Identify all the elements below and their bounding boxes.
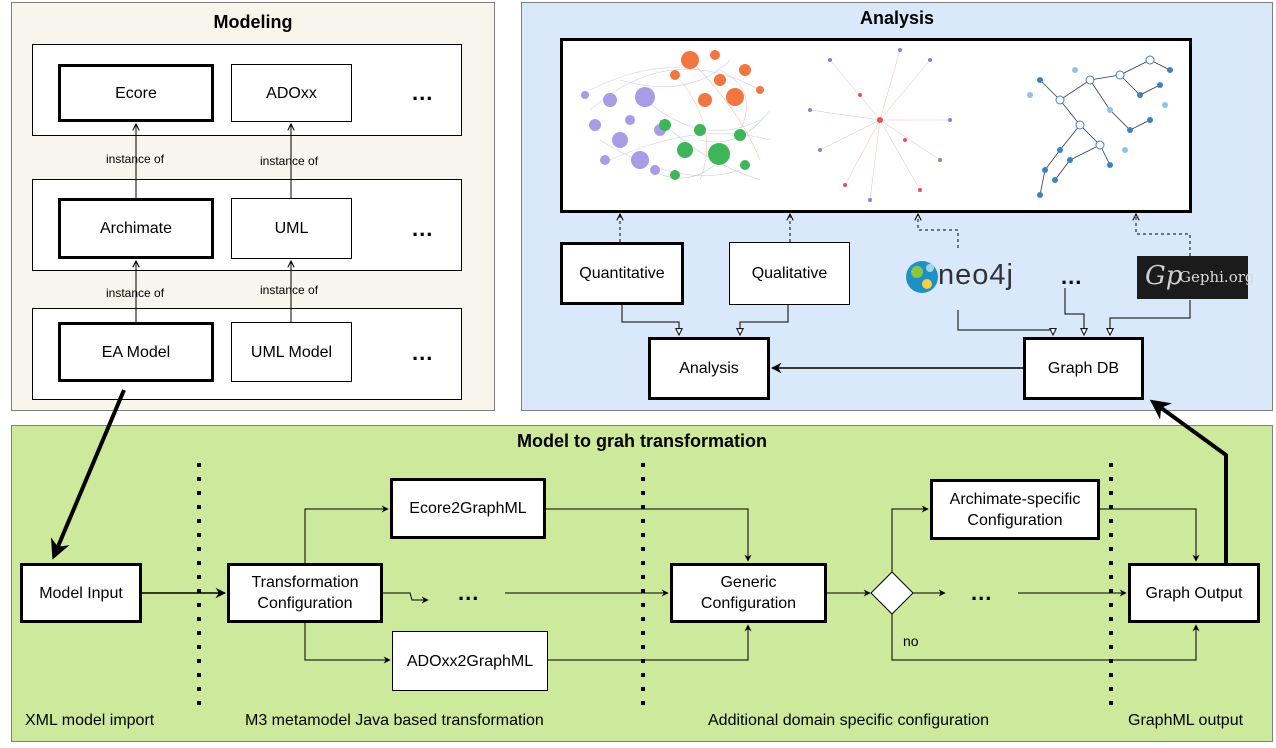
modeling-title: Modeling: [213, 12, 293, 32]
transformation-more-right: ...: [971, 580, 993, 605]
qualitative-box[interactable]: Qualitative: [729, 242, 850, 305]
meta-layer-more: ...: [412, 80, 434, 105]
no-branch-label: no: [903, 633, 919, 649]
analysis-title: Analysis: [859, 8, 935, 28]
archimate-box[interactable]: Archimate: [58, 198, 214, 259]
uml-box[interactable]: UML: [231, 198, 352, 259]
instance-of-label: instance of: [106, 286, 165, 300]
caption-xml-import: XML model import: [25, 712, 155, 729]
caption-domain-config: Additional domain specific configuration: [708, 712, 990, 729]
transformation-more-middle: ...: [458, 580, 480, 605]
metamodel-layer-more: ...: [412, 216, 434, 241]
instance-of-label: instance of: [260, 283, 319, 297]
instance-of-label: instance of: [106, 152, 165, 166]
neo4j-wordmark: neo4j: [938, 259, 1014, 291]
neo4j-logo: neo4j: [902, 254, 1017, 300]
ecore-box[interactable]: Ecore: [58, 64, 214, 122]
ea-model-to-model-input-arrow: [51, 389, 126, 560]
adoxx-box[interactable]: ADOxx: [231, 64, 352, 122]
gephi-wordmark: Gephi.org: [1179, 268, 1255, 286]
ea-model-box[interactable]: EA Model: [58, 322, 214, 382]
network-visualization-cluster: [581, 50, 771, 181]
analysis-arrows: [620, 214, 1191, 374]
uml-model-box[interactable]: UML Model: [231, 322, 352, 382]
instance-of-label: instance of: [260, 154, 319, 168]
gephi-g-icon: Gp: [1145, 261, 1183, 291]
network-visualization-tree: [1027, 55, 1173, 198]
caption-graphml-output: GraphML output: [1128, 712, 1244, 729]
generic-configuration-box[interactable]: Generic Configuration: [670, 563, 827, 623]
ecore2graphml-box[interactable]: Ecore2GraphML: [390, 478, 546, 539]
quantitative-box[interactable]: Quantitative: [560, 242, 684, 305]
graph-output-to-graph-db-arrow: [1149, 399, 1228, 563]
gephi-logo: Gp Gephi.org: [1137, 256, 1255, 299]
network-visualization-radial: [808, 48, 952, 202]
instance-of-arrows: [136, 124, 291, 322]
caption-m3-transformation: M3 metamodel Java based transformation: [245, 712, 544, 729]
archimate-configuration-box[interactable]: Archimate-specific Configuration: [930, 479, 1100, 540]
decision-diamond: [870, 571, 914, 615]
analysis-box[interactable]: Analysis: [648, 337, 770, 400]
graph-output-box[interactable]: Graph Output: [1128, 563, 1260, 623]
model-input-box[interactable]: Model Input: [20, 563, 142, 623]
analysis-tools-more: ...: [1061, 264, 1083, 289]
phase-separators: [197, 463, 1113, 712]
transformation-configuration-box[interactable]: Transformation Configuration: [227, 563, 383, 623]
transformation-title: Model to grah transformation: [516, 431, 767, 451]
adoxx2graphml-box[interactable]: ADOxx2GraphML: [392, 631, 548, 691]
transformation-flow-arrows: [142, 505, 1200, 664]
graph-db-box[interactable]: Graph DB: [1023, 337, 1144, 400]
model-layer-more: ...: [412, 340, 434, 365]
